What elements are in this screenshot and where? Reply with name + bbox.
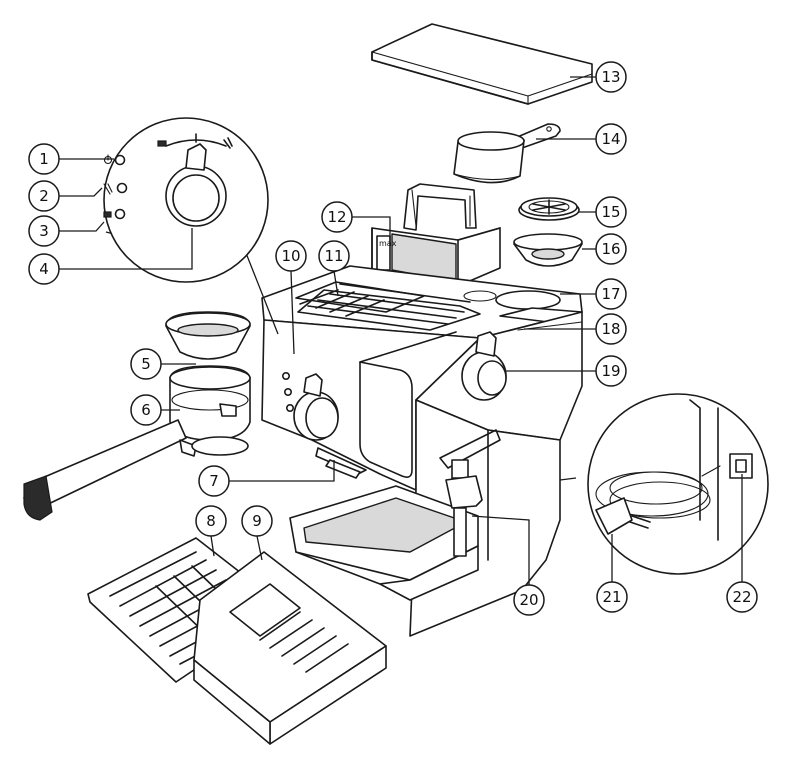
callout-7: 7 [198, 465, 230, 497]
steam-knob[interactable] [461, 331, 507, 401]
callout-20: 20 [513, 584, 545, 616]
callout-4: 4 [28, 253, 60, 285]
callout-11: 11 [318, 240, 350, 272]
crema-disc [518, 197, 580, 221]
svg-text:21: 21 [602, 588, 621, 606]
callout-1: 1 [28, 143, 60, 175]
svg-text:8: 8 [206, 512, 216, 530]
svg-text:18: 18 [601, 320, 620, 338]
svg-text:22: 22 [732, 588, 751, 606]
svg-text:4: 4 [39, 260, 49, 278]
cup-icon [157, 140, 167, 147]
svg-text:6: 6 [141, 401, 151, 419]
svg-text:11: 11 [324, 247, 343, 265]
svg-text:2: 2 [39, 187, 49, 205]
callout-10: 10 [275, 240, 307, 272]
single-filter [513, 233, 583, 267]
callout-12: 12 [321, 201, 353, 233]
svg-text:13: 13 [601, 68, 620, 86]
callout-16: 16 [595, 233, 627, 265]
callout-5: 5 [130, 348, 162, 380]
portafilter [23, 365, 251, 521]
callout-19: 19 [595, 355, 627, 387]
steam-icon [223, 137, 233, 149]
callout-9: 9 [241, 505, 273, 537]
svg-text:9: 9 [252, 512, 262, 530]
callout-18: 18 [595, 313, 627, 345]
cup-icon [103, 211, 112, 218]
svg-text:10: 10 [281, 247, 300, 265]
control-knob[interactable] [293, 373, 339, 441]
steam-wand [445, 459, 483, 557]
callout-21: 21 [596, 581, 628, 613]
callout-15: 15 [595, 196, 627, 228]
drip-tray [193, 551, 387, 745]
body-indicator-lights [281, 371, 294, 412]
svg-text:12: 12 [327, 208, 346, 226]
callout-13: 13 [595, 61, 627, 93]
callout-8: 8 [195, 505, 227, 537]
svg-text:5: 5 [141, 355, 151, 373]
callout-6: 6 [130, 394, 162, 426]
steam-icon [103, 183, 113, 195]
double-filter [165, 311, 251, 360]
svg-text:3: 3 [39, 222, 49, 240]
callout-14: 14 [595, 123, 627, 155]
svg-text:19: 19 [601, 362, 620, 380]
svg-text:16: 16 [601, 240, 620, 258]
leader-lines [59, 76, 743, 585]
svg-text:14: 14 [601, 130, 620, 148]
callout-22: 22 [726, 581, 758, 613]
callout-17: 17 [595, 278, 627, 310]
control-panel-zoom [103, 117, 279, 335]
power-cord-zoom [559, 393, 769, 575]
measuring-scoop [453, 123, 561, 184]
svg-text:17: 17 [601, 285, 620, 303]
svg-text:15: 15 [601, 203, 620, 221]
callout-2: 2 [28, 180, 60, 212]
callout-3: 3 [28, 215, 60, 247]
machine-body [261, 265, 583, 637]
svg-text:20: 20 [519, 591, 538, 609]
max-label: max [379, 239, 397, 248]
svg-text:7: 7 [209, 472, 219, 490]
svg-text:1: 1 [39, 150, 49, 168]
water-tank-lid [371, 23, 593, 105]
